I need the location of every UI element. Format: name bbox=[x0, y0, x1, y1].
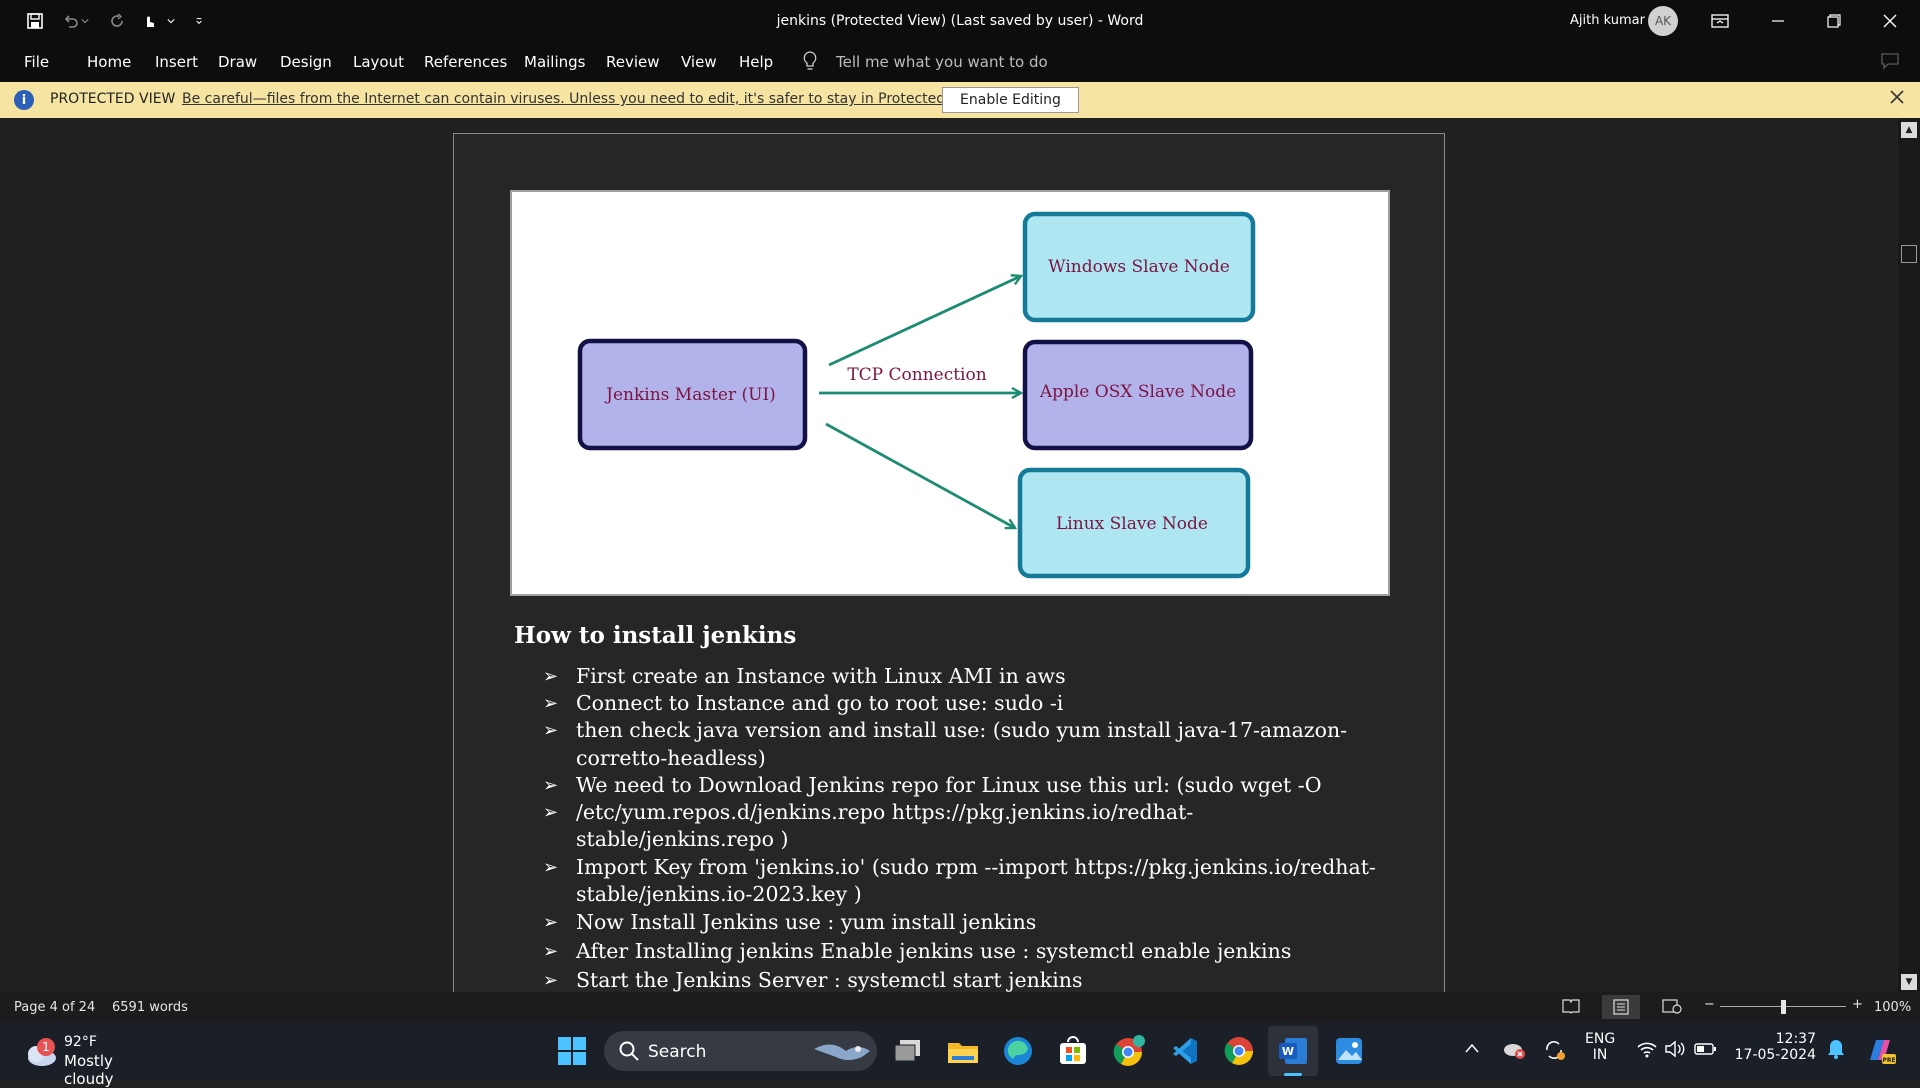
chrome-profile-icon[interactable] bbox=[1110, 1032, 1148, 1070]
save-icon[interactable] bbox=[22, 0, 48, 42]
lightbulb-icon bbox=[802, 50, 818, 76]
tab-file[interactable]: File bbox=[24, 53, 50, 71]
word-count[interactable]: 6591 words bbox=[112, 1000, 188, 1015]
architecture-diagram: Jenkins Master (UI) Windows Slave Node A… bbox=[510, 190, 1390, 596]
osx-node bbox=[1022, 339, 1254, 451]
ribbon-display-icon[interactable] bbox=[1692, 0, 1748, 42]
weather-widget[interactable]: 1 92°F Mostly cloudy bbox=[20, 1032, 160, 1088]
minimize-icon[interactable] bbox=[1750, 0, 1806, 42]
windows-node bbox=[1022, 211, 1256, 323]
tab-mailings[interactable]: Mailings bbox=[524, 53, 586, 71]
restore-icon[interactable] bbox=[1806, 0, 1862, 42]
active-indicator bbox=[1284, 1073, 1302, 1076]
taskbar: 1 92°F Mostly cloudy Search W bbox=[0, 1022, 1920, 1088]
vscode-icon[interactable] bbox=[1165, 1032, 1203, 1070]
diagram-svg: Jenkins Master (UI) Windows Slave Node A… bbox=[577, 211, 1256, 579]
onedrive-error-icon[interactable] bbox=[1502, 1040, 1526, 1064]
search-highlight-icon bbox=[814, 1044, 870, 1060]
tell-me-search[interactable]: Tell me what you want to do bbox=[836, 53, 1048, 71]
tab-draw[interactable]: Draw bbox=[218, 53, 258, 71]
web-layout-icon[interactable] bbox=[1662, 998, 1682, 1018]
tab-layout[interactable]: Layout bbox=[353, 53, 404, 71]
zoom-in-button[interactable]: + bbox=[1852, 997, 1863, 1012]
chevron-up-icon[interactable] bbox=[1464, 1042, 1480, 1058]
undo-dropdown-icon[interactable] bbox=[78, 0, 92, 42]
tab-design[interactable]: Design bbox=[280, 53, 332, 71]
master-node bbox=[577, 338, 808, 451]
word-icon: W bbox=[1279, 1038, 1307, 1064]
tab-home[interactable]: Home bbox=[87, 53, 132, 71]
close-icon[interactable] bbox=[1862, 0, 1918, 42]
user-name[interactable]: Ajith kumar bbox=[1570, 13, 1645, 28]
touch-mode-icon[interactable] bbox=[136, 0, 162, 42]
volume-icon[interactable] bbox=[1664, 1040, 1686, 1062]
svg-text:W: W bbox=[1282, 1045, 1294, 1058]
language-indicator[interactable]: ENG IN bbox=[1585, 1031, 1616, 1063]
weather-temp: 92°F bbox=[64, 1034, 97, 1050]
info-icon: i bbox=[14, 90, 34, 110]
taskbar-search[interactable]: Search bbox=[604, 1031, 877, 1071]
arrow-to-linux bbox=[825, 422, 1015, 528]
ribbon-tabs: File Home Insert Draw Design Layout Refe… bbox=[0, 42, 1920, 82]
weather-badge: 1 bbox=[37, 1038, 55, 1056]
notification-bell-icon[interactable] bbox=[1826, 1038, 1846, 1064]
status-bar: Page 4 of 24 6591 words − + 100% bbox=[0, 992, 1920, 1022]
clock[interactable]: 12:37 17-05-2024 bbox=[1734, 1031, 1816, 1063]
scroll-up-icon[interactable]: ▲ bbox=[1901, 122, 1917, 138]
tab-view[interactable]: View bbox=[681, 53, 717, 71]
section-heading: How to install jenkins bbox=[514, 622, 797, 649]
read-mode-icon[interactable] bbox=[1562, 998, 1580, 1018]
tcp-connection-label: TCP Connection bbox=[847, 365, 986, 385]
zoom-level[interactable]: 100% bbox=[1874, 1000, 1912, 1015]
linux-label: Linux Slave Node bbox=[1056, 514, 1208, 534]
edge-icon[interactable] bbox=[999, 1032, 1037, 1070]
svg-text:PRE: PRE bbox=[1882, 1057, 1895, 1064]
sync-icon[interactable] bbox=[1542, 1038, 1566, 1066]
osx-label: Apple OSX Slave Node bbox=[1039, 382, 1236, 402]
vertical-scrollbar[interactable]: ▲ ▼ bbox=[1898, 118, 1920, 992]
file-explorer-icon[interactable] bbox=[944, 1032, 982, 1070]
word-taskbar-button[interactable]: W bbox=[1268, 1026, 1318, 1076]
tab-insert[interactable]: Insert bbox=[155, 53, 199, 71]
document-canvas[interactable]: Jenkins Master (UI) Windows Slave Node A… bbox=[0, 118, 1898, 992]
document-page[interactable]: Jenkins Master (UI) Windows Slave Node A… bbox=[453, 133, 1445, 992]
enable-editing-button[interactable]: Enable Editing bbox=[942, 87, 1079, 113]
avatar[interactable]: AK bbox=[1648, 6, 1678, 36]
undo-icon[interactable] bbox=[58, 0, 84, 42]
scroll-thumb[interactable] bbox=[1901, 245, 1917, 263]
store-icon[interactable] bbox=[1054, 1032, 1092, 1070]
photos-icon[interactable] bbox=[1330, 1032, 1368, 1070]
scroll-down-icon[interactable]: ▼ bbox=[1901, 974, 1917, 990]
tab-review[interactable]: Review bbox=[606, 53, 660, 71]
copilot-icon[interactable]: PRE bbox=[1864, 1034, 1896, 1070]
tab-help[interactable]: Help bbox=[739, 53, 774, 71]
page-count[interactable]: Page 4 of 24 bbox=[14, 1000, 96, 1015]
start-icon[interactable] bbox=[553, 1032, 591, 1070]
linux-node bbox=[1017, 467, 1251, 579]
chrome-icon[interactable] bbox=[1220, 1032, 1258, 1070]
arrow-to-windows bbox=[828, 276, 1021, 367]
protected-view-message-link[interactable]: Be careful—files from the Internet can c… bbox=[182, 91, 986, 107]
protected-view-label: PROTECTED VIEW bbox=[50, 91, 176, 107]
redo-icon[interactable] bbox=[104, 0, 130, 42]
search-icon bbox=[619, 1041, 639, 1061]
windows-label: Windows Slave Node bbox=[1048, 257, 1230, 277]
close-bar-icon[interactable] bbox=[1890, 88, 1904, 109]
title-bar: jenkins (Protected View) (Last saved by … bbox=[0, 0, 1920, 42]
touch-dropdown-icon[interactable] bbox=[164, 0, 178, 42]
zoom-slider-handle[interactable] bbox=[1781, 1000, 1786, 1014]
protected-view-bar: i PROTECTED VIEW Be careful—files from t… bbox=[0, 82, 1920, 118]
customize-toolbar-icon[interactable] bbox=[186, 0, 212, 42]
print-layout-icon[interactable] bbox=[1602, 995, 1640, 1019]
battery-icon[interactable] bbox=[1694, 1041, 1718, 1061]
zoom-out-button[interactable]: − bbox=[1704, 997, 1715, 1012]
master-label: Jenkins Master (UI) bbox=[604, 385, 776, 405]
task-view-icon[interactable] bbox=[889, 1032, 927, 1070]
tab-references[interactable]: References bbox=[424, 53, 508, 71]
wifi-icon[interactable] bbox=[1636, 1040, 1658, 1062]
comments-icon[interactable] bbox=[1880, 52, 1900, 74]
weather-desc: Mostly cloudy bbox=[64, 1052, 114, 1088]
